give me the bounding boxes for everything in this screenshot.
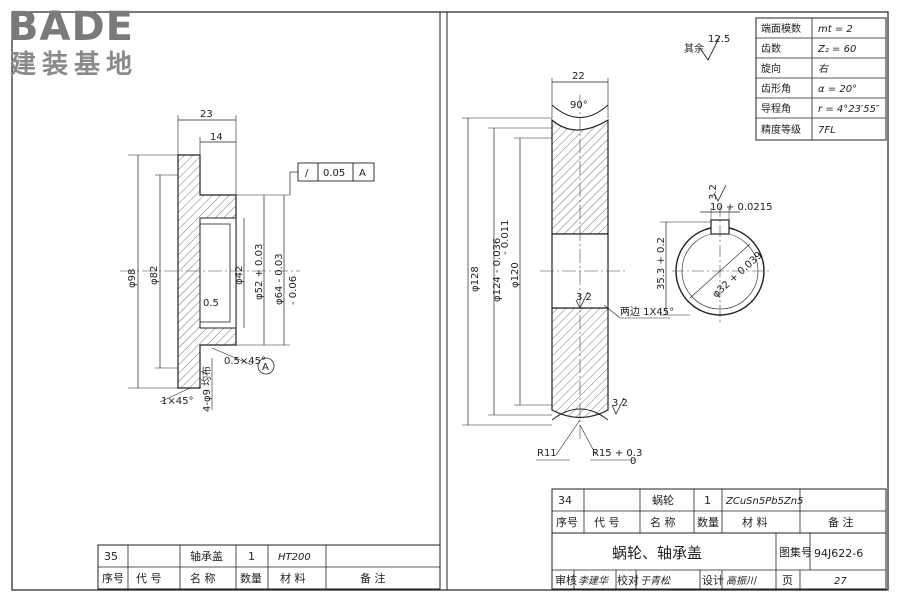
dim-d124-lower: - 0.011 — [500, 220, 511, 255]
bom-left-h-material: 材 料 — [280, 571, 306, 585]
gear-param-value: 7FL — [818, 125, 836, 136]
dim-angle: 90° — [570, 100, 588, 111]
dim-w10: 10 + 0.0215 — [710, 202, 772, 213]
gear-param-value: mt = 2 — [818, 24, 853, 35]
title-block-title: 蜗轮、轴承盖 — [612, 544, 702, 562]
dim-r15: R15 + 0.3 — [592, 448, 642, 459]
bom-right-name: 蜗轮 — [652, 493, 674, 507]
tolerance-datum: A — [359, 168, 366, 179]
datum-label: A — [262, 362, 269, 373]
dim-d98: φ98 — [127, 269, 138, 288]
page-label: 页 — [782, 574, 793, 587]
bom-left-no: 35 — [104, 550, 118, 563]
gear-parameter-table: 端面模数 mt = 2 齿数 Z₂ = 60 旋向 右 齿形角 α = 20° … — [755, 17, 887, 141]
dim-chamfer-big: 1×45° — [161, 396, 193, 407]
bom-left-h-qty: 数量 — [240, 572, 262, 585]
dim-353: 35.3 + 0.2 — [656, 237, 667, 290]
surface-note: 其余 12.5 — [684, 34, 730, 61]
gear-param-value: α = 20° — [818, 84, 857, 95]
page-number: 27 — [834, 576, 847, 587]
bom-right-no: 34 — [558, 494, 572, 507]
bom-left-h-name: 名 称 — [190, 571, 216, 585]
dim-chamfer: 两边 1X45° — [620, 306, 674, 318]
surface-note-label: 其余 — [684, 42, 704, 55]
gear-param-value: Z₂ = 60 — [817, 44, 856, 55]
surface-note-value: 12.5 — [708, 34, 730, 45]
bade-logo: BADE 建装基地 — [8, 4, 168, 82]
bom-right-h-material: 材 料 — [742, 515, 768, 529]
bom-right-material: ZCuSn5Pb5Zn5 — [725, 496, 804, 507]
bearing-cover-labels: 23 14 φ98 φ82 φ42 φ52 + 0.03 φ64 - 0.03 … — [127, 109, 366, 412]
check-name: 于青松 — [640, 575, 671, 587]
dim-d124: φ124 - 0.036 — [492, 238, 503, 302]
rough-bore: 3.2 — [576, 292, 592, 303]
title-block: 蜗轮、轴承盖 图集号 94J622-6 审核 李建华 校对 于青松 设计 高振川… — [551, 532, 887, 590]
bom-left-h-no: 序号 — [102, 571, 124, 585]
dim-r15-lower: 0 — [630, 456, 636, 467]
bom-left-qty: 1 — [248, 550, 255, 563]
title-block-no: 94J622-6 — [814, 547, 863, 560]
bom-right-h-name: 名 称 — [650, 515, 676, 529]
design-name: 高振川 — [726, 575, 757, 587]
gear-param-label: 导程角 — [761, 103, 791, 115]
bom-right-h-code: 代 号 — [594, 516, 620, 529]
tolerance-symbol: / — [305, 168, 309, 179]
gear-param-label: 精度等级 — [761, 123, 801, 136]
dim-r11: R11 — [537, 448, 557, 459]
check-label: 校对 — [617, 573, 639, 587]
bom-left-h-note: 备 注 — [360, 571, 386, 585]
bom-right: 34 蜗轮 1 ZCuSn5Pb5Zn5 序号 代 号 名 称 数量 材 料 备… — [551, 488, 887, 534]
bom-right-h-note: 备 注 — [828, 515, 854, 529]
dim-d32: φ32 + 0.039 — [711, 250, 765, 300]
dim-22: 22 — [572, 71, 585, 82]
title-block-no-label: 图集号 — [779, 545, 812, 559]
rough-keyway: 3.2 — [708, 184, 719, 200]
gear-param-value: r = 4°23′55″ — [818, 104, 880, 115]
logo-wordmark: BADE — [8, 4, 134, 50]
tolerance-value: 0.05 — [323, 168, 345, 179]
bom-right-h-no: 序号 — [556, 515, 578, 529]
bom-right-h-qty: 数量 — [697, 516, 719, 529]
gear-param-label: 齿数 — [761, 42, 781, 55]
dim-23: 23 — [200, 109, 213, 120]
gear-param-label: 旋向 — [761, 62, 781, 75]
bom-left-h-code: 代 号 — [136, 572, 162, 585]
dim-d120: φ120 — [510, 262, 521, 288]
rough-face: 3.2 — [612, 398, 628, 409]
bom-left: 35 轴承盖 1 HT200 序号 代 号 名 称 数量 材 料 备 注 — [97, 544, 441, 590]
dim-d128: φ128 — [470, 266, 481, 292]
bom-left-material: HT200 — [278, 552, 311, 563]
outer-frame — [11, 11, 889, 591]
design-label: 设计 — [702, 574, 724, 587]
worm-gear-labels: 22 90° φ128 φ124 - 0.036 - 0.011 φ120 R1… — [470, 71, 772, 467]
dim-d64-lower: - 0.06 — [288, 276, 299, 305]
worm-gear-section — [462, 78, 670, 461]
review-name: 李建华 — [578, 575, 609, 587]
dim-d42: φ42 — [234, 266, 245, 285]
gear-param-value: 右 — [818, 63, 830, 75]
dim-d64: φ64 - 0.03 — [274, 253, 285, 305]
gear-param-label: 端面模数 — [761, 22, 801, 35]
dim-d52: φ52 + 0.03 — [254, 244, 265, 300]
dim-14: 14 — [210, 132, 223, 143]
dim-holes: 4-φ9 均布 — [201, 366, 213, 412]
dim-05: 0.5 — [203, 298, 219, 309]
bom-left-name: 轴承盖 — [190, 549, 223, 563]
review-label: 审核 — [555, 573, 577, 587]
dim-d82: φ82 — [149, 266, 160, 285]
dim-chamfer-small: 0.5×45° — [224, 356, 266, 367]
gear-param-label: 齿形角 — [761, 83, 791, 95]
logo-subtitle: 建装基地 — [10, 50, 139, 80]
bom-right-qty: 1 — [704, 494, 711, 507]
keyway-view — [660, 184, 770, 325]
bearing-cover-section — [120, 115, 375, 410]
